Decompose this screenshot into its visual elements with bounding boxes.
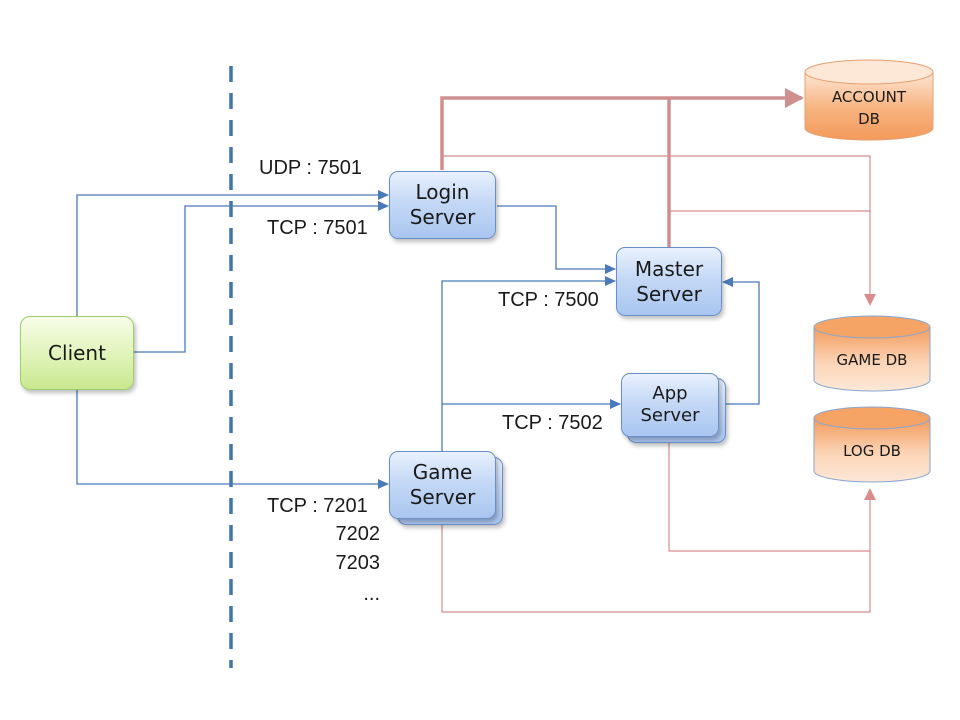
master-server-label-line1: Master bbox=[634, 256, 704, 281]
master-server-label-line2: Server bbox=[636, 281, 702, 306]
login-server-label-line1: Login bbox=[415, 180, 470, 204]
log-db-label: LOG DB bbox=[843, 442, 901, 460]
login-server-node: Login Server bbox=[389, 171, 496, 239]
master-server-node: Master Server bbox=[616, 247, 722, 316]
edge-game-master bbox=[441, 276, 616, 452]
port-label-game-tcp-more: ... bbox=[363, 583, 380, 605]
edge-client-game bbox=[76, 390, 389, 489]
edge-client-login-udp bbox=[76, 190, 389, 316]
client-label: Client bbox=[48, 340, 106, 365]
edge-app-logdb bbox=[668, 440, 870, 552]
port-label-game-tcp-1: TCP : 7201 bbox=[267, 495, 368, 517]
edge-game-logdb bbox=[441, 488, 876, 613]
app-server-label-line2: Server bbox=[640, 405, 700, 426]
port-label-game-tcp-2: 7202 bbox=[335, 523, 381, 545]
port-label-login-tcp: TCP : 7501 bbox=[267, 217, 368, 239]
account-db-label-line2: DB bbox=[858, 110, 880, 128]
game-server-node: Game Server bbox=[389, 451, 496, 519]
game-db-label: GAME DB bbox=[837, 351, 908, 369]
edge-login-account bbox=[440, 88, 804, 170]
port-label-game-tcp-3: 7203 bbox=[335, 552, 381, 574]
game-server-label-line1: Game bbox=[412, 460, 473, 484]
account-db: ACCOUNT DB bbox=[804, 59, 934, 141]
client-node: Client bbox=[20, 316, 134, 390]
edge-login-master bbox=[497, 205, 616, 274]
login-server-label-line2: Server bbox=[409, 205, 476, 229]
edge-client-login-tcp bbox=[134, 201, 389, 353]
port-label-master-tcp: TCP : 7500 bbox=[498, 289, 599, 311]
game-server-label-line2: Server bbox=[409, 485, 476, 509]
port-label-login-udp: UDP : 7501 bbox=[259, 157, 363, 179]
edge-login-dbgroup bbox=[442, 155, 876, 306]
port-label-app-tcp: TCP : 7502 bbox=[502, 412, 603, 434]
app-server-node: App Server bbox=[621, 373, 719, 437]
app-server-label-line1: App bbox=[652, 382, 688, 404]
game-db: GAME DB bbox=[813, 315, 931, 392]
account-db-label-line1: ACCOUNT bbox=[832, 88, 907, 106]
log-db: LOG DB bbox=[813, 406, 931, 483]
edge-app-master bbox=[722, 277, 760, 405]
